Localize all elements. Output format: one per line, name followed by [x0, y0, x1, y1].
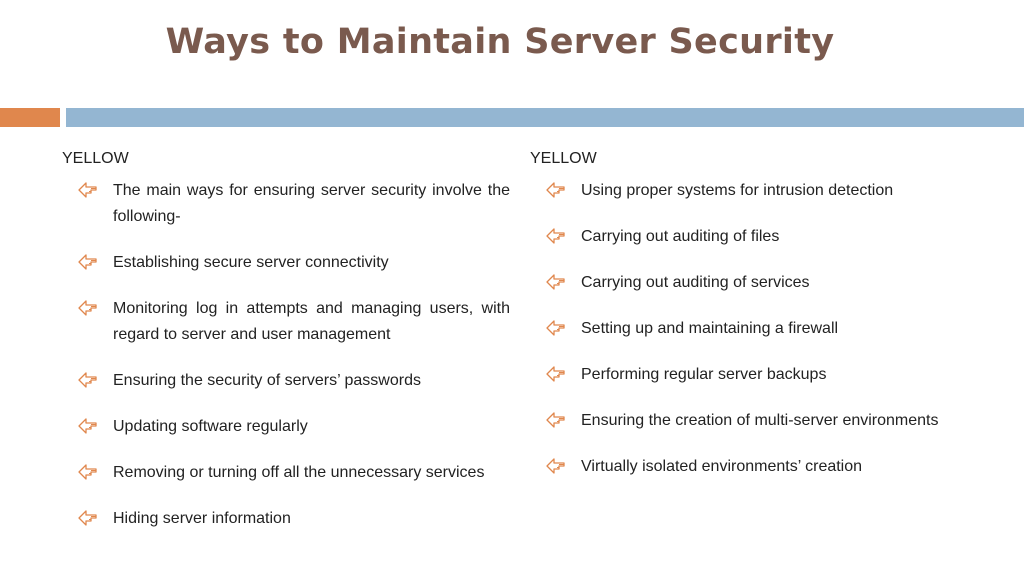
list-item: Removing or turning off all the unnecess…	[62, 460, 510, 486]
list-item: Virtually isolated environments’ creatio…	[530, 454, 990, 480]
pointing-hand-icon	[545, 271, 567, 291]
list-item-text: Carrying out auditing of services	[581, 274, 810, 291]
list-item: Updating software regularly	[62, 414, 510, 440]
list-item-text: Hiding server information	[113, 510, 291, 527]
list-item-text: Ensuring the creation of multi-server en…	[581, 412, 939, 429]
pointing-hand-icon	[545, 317, 567, 337]
pointing-hand-icon	[545, 455, 567, 475]
pointing-hand-icon	[545, 179, 567, 199]
pointing-hand-icon	[545, 363, 567, 383]
list-item-text: Establishing secure server connectivity	[113, 254, 389, 271]
list-item: Establishing secure server connectivity	[62, 250, 510, 276]
left-column: YELLOW The main ways for ensuring server…	[62, 148, 510, 552]
list-item-text: Setting up and maintaining a firewall	[581, 320, 839, 337]
list-item-text: Using proper systems for intrusion detec…	[581, 182, 894, 199]
list-item: Using proper systems for intrusion detec…	[530, 178, 990, 204]
pointing-hand-icon	[545, 225, 567, 245]
list-item: Setting up and maintaining a firewall	[530, 316, 990, 342]
right-column-header: YELLOW	[530, 150, 597, 167]
list-item: Ensuring the creation of multi-server en…	[530, 408, 990, 434]
pointing-hand-icon	[77, 297, 99, 317]
pointing-hand-icon	[77, 179, 99, 199]
list-item: Hiding server information	[62, 506, 510, 532]
left-column-header: YELLOW	[62, 150, 129, 167]
list-item-text: Updating software regularly	[113, 418, 308, 435]
list-item-text: Removing or turning off all the unnecess…	[113, 464, 485, 481]
right-column: YELLOW Using proper systems for intrusio…	[530, 148, 990, 500]
list-item: Carrying out auditing of services	[530, 270, 990, 296]
list-item: Ensuring the security of servers’ passwo…	[62, 368, 510, 394]
list-item-text: The main ways for ensuring server securi…	[113, 182, 510, 225]
list-item-text: Performing regular server backups	[581, 366, 827, 383]
pointing-hand-icon	[77, 251, 99, 271]
list-item: Performing regular server backups	[530, 362, 990, 388]
right-bullet-list: Using proper systems for intrusion detec…	[530, 178, 990, 480]
pointing-hand-icon	[77, 415, 99, 435]
pointing-hand-icon	[77, 369, 99, 389]
list-item-text: Virtually isolated environments’ creatio…	[581, 458, 863, 475]
pointing-hand-icon	[77, 461, 99, 481]
slide-title: Ways to Maintain Server Security	[165, 22, 835, 62]
pointing-hand-icon	[545, 409, 567, 429]
list-item: The main ways for ensuring server securi…	[62, 178, 510, 230]
left-bullet-list: The main ways for ensuring server securi…	[62, 178, 510, 532]
list-item: Carrying out auditing of files	[530, 224, 990, 250]
list-item: Monitoring log in attempts and managing …	[62, 296, 510, 348]
accent-bar	[0, 108, 60, 127]
list-item-text: Monitoring log in attempts and managing …	[113, 300, 510, 343]
list-item-text: Ensuring the security of servers’ passwo…	[113, 372, 421, 389]
pointing-hand-icon	[77, 507, 99, 527]
list-item-text: Carrying out auditing of files	[581, 228, 780, 245]
header-bar	[66, 108, 1024, 127]
